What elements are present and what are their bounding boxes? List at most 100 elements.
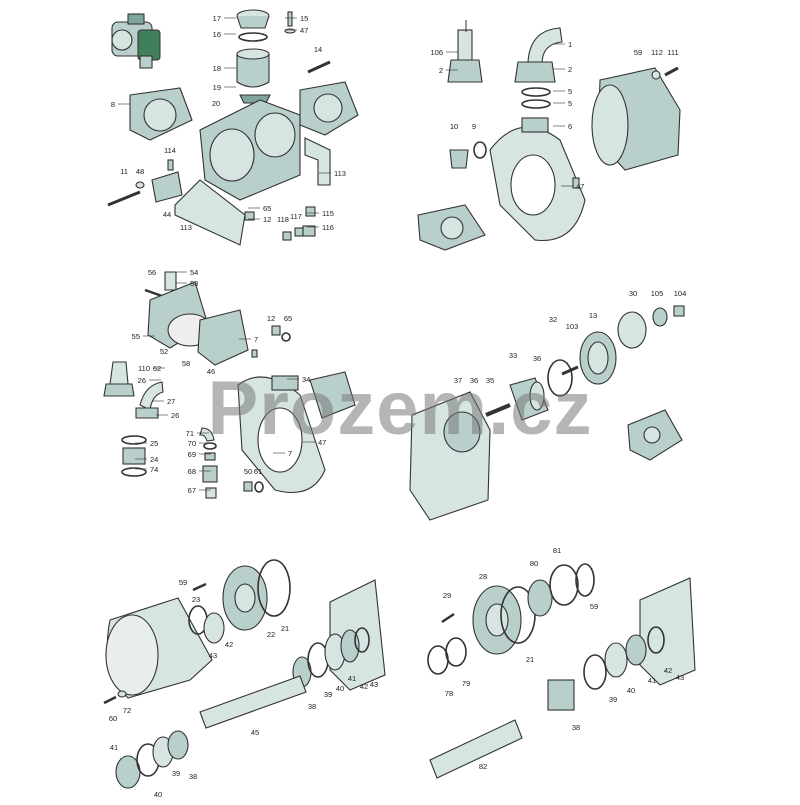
part-number-label: 41 (110, 743, 118, 752)
part-number-label: 42 (664, 666, 672, 675)
part-number-label: 111 (667, 48, 678, 57)
part-number-label: 68 (188, 467, 196, 476)
part-number-label: 61 (254, 467, 262, 476)
hose-fitting (457, 29, 473, 63)
panel-piston (409, 305, 685, 521)
part-number-label: 47 (300, 26, 308, 35)
part-number-label: 80 (530, 559, 538, 568)
part-number-label: 28 (479, 572, 487, 581)
part-number-label: 112 (651, 48, 663, 57)
part-number-label: 11 (120, 167, 128, 176)
part-number-label: 56 (148, 268, 156, 277)
bracket-left (174, 179, 246, 246)
part-number-label: 74 (150, 465, 158, 474)
part-number-label: 116 (322, 223, 334, 232)
part-number-label: 78 (445, 689, 453, 698)
part-number-label: 39 (609, 695, 617, 704)
part-number-label: 62 (153, 364, 161, 373)
part-number-label: 46 (207, 367, 215, 376)
part-number-label: 26 (171, 411, 179, 420)
part-number-label: 65 (263, 204, 271, 213)
part-number-label: 82 (479, 762, 487, 771)
part-number-label: 38 (572, 723, 580, 732)
roller-bearing (547, 679, 575, 711)
part-number-label: 81 (553, 546, 561, 555)
part-number-label: 6 (568, 122, 572, 131)
part-number-label: 7 (254, 335, 258, 344)
part-number-label: 45 (251, 728, 259, 737)
part-number-label: 110 (138, 364, 150, 373)
part-number-label: 22 (267, 630, 275, 639)
part-number-label: 55 (132, 332, 140, 341)
part-number-label: 12 (267, 314, 275, 323)
part-number-label: 2 (568, 65, 572, 74)
panel-manifold (417, 20, 681, 251)
panel-shaft-bearings-alt (427, 563, 696, 779)
part-number-label: 43 (209, 651, 217, 660)
part-number-label: 35 (486, 376, 494, 385)
part-number-label: 42 (360, 682, 368, 691)
part-number-label: 14 (314, 45, 322, 54)
part-number-label: 115 (322, 209, 334, 218)
part-number-label: 40 (154, 790, 162, 799)
part-number-label: 105 (651, 289, 664, 298)
part-number-label: 8 (111, 100, 115, 109)
part-number-label: 16 (213, 30, 221, 39)
part-number-label: 104 (674, 289, 687, 298)
part-number-label: 2 (439, 66, 443, 75)
part-number-label: 17 (213, 14, 221, 23)
part-number-label: 27 (167, 397, 175, 406)
mounting-block (151, 171, 183, 203)
part-number-label: 113 (180, 223, 192, 232)
part-number-label: 71 (186, 429, 194, 438)
part-number-label: 42 (225, 640, 233, 649)
part-number-label: 41 (348, 674, 356, 683)
part-number-label: 20 (212, 99, 220, 108)
part-number-label: 39 (172, 769, 180, 778)
part-number-label: 40 (627, 686, 635, 695)
part-number-label: 106 (430, 48, 443, 57)
drive-shaft (199, 675, 307, 729)
part-number-label: 26 (138, 376, 146, 385)
part-number-label: 118 (277, 215, 289, 224)
part-number-label: 114 (164, 146, 176, 155)
part-number-label: 15 (300, 14, 308, 23)
part-number-label: 38 (308, 702, 316, 711)
part-number-label: 21 (281, 624, 289, 633)
part-number-label: 65 (284, 314, 292, 323)
part-number-label: 5 (568, 87, 572, 96)
part-number-label: 47 (576, 182, 584, 191)
part-number-label: 5 (568, 99, 572, 108)
part-number-label: 18 (213, 64, 221, 73)
part-number-label: 41 (648, 676, 656, 685)
part-number-label: 34 (302, 375, 310, 384)
part-number-label: 43 (370, 680, 378, 689)
panel-pump-head (107, 9, 359, 246)
part-number-label: 32 (549, 315, 557, 324)
part-number-label: 12 (263, 215, 271, 224)
nut (447, 59, 483, 83)
diaphragm (617, 311, 647, 349)
part-number-label: 23 (192, 595, 200, 604)
bracket-right (304, 137, 331, 186)
part-number-label: 72 (123, 706, 131, 715)
part-number-label: 36 (470, 376, 478, 385)
part-number-label: 103 (566, 322, 579, 331)
part-number-label: 113 (334, 169, 346, 178)
part-number-label: 7 (288, 449, 292, 458)
elbow-fitting (527, 27, 563, 65)
part-number-label: 24 (150, 455, 158, 464)
part-number-label: 50 (244, 467, 252, 476)
part-number-label: 70 (188, 439, 196, 448)
part-number-label: 38 (189, 772, 197, 781)
part-number-label: 59 (179, 578, 187, 587)
part-number-label: 54 (190, 268, 198, 277)
drive-shaft-alt (429, 719, 523, 779)
part-number-label: 37 (454, 376, 462, 385)
part-number-label: 53 (190, 279, 198, 288)
part-number-label: 43 (676, 673, 684, 682)
part-number-label: 36 (533, 354, 541, 363)
part-number-label: 59 (634, 48, 642, 57)
